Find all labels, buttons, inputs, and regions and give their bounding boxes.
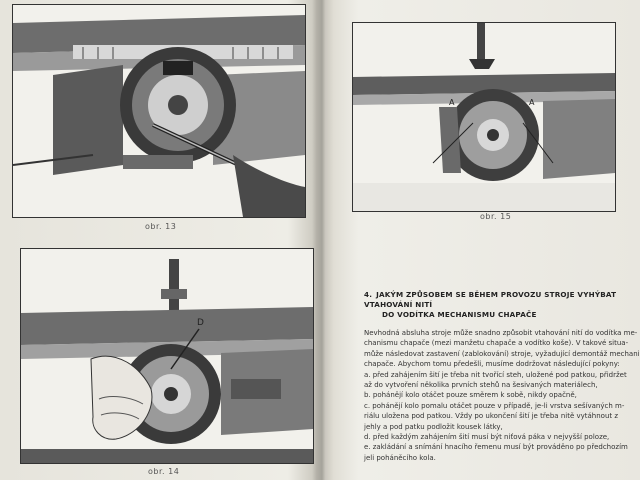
list-item: d. před každým zahájením šití musí být n… [364, 433, 610, 442]
section-4-text: 4.JAKÝM ZPŮSOBEM SE BĚHEM PROVOZU STROJE… [364, 290, 640, 463]
paragraph-line: může následovat zastavení (zablokování) … [364, 349, 640, 358]
figure-14-label-d: D [197, 318, 204, 328]
figure-13-illustration [12, 4, 306, 218]
list-item: jeli poháněcího kola. [364, 453, 436, 462]
list-item: b. pohánějí kolo otáčet pouze směrem k s… [364, 391, 577, 400]
section-heading: 4.JAKÝM ZPŮSOBEM SE BĚHEM PROVOZU STROJE… [364, 290, 640, 320]
section-heading-line-2: DO VODÍTKA MECHANISMU CHAPAČE [382, 310, 537, 319]
paragraph-line: chanismu chapače (mezi manžetu chapače a… [364, 339, 629, 348]
figure-15-label-a-left: A [449, 98, 455, 107]
figure-13-caption: obr. 13 [145, 222, 177, 231]
figure-15-label-a-right: A [529, 98, 535, 107]
paragraph-line: chapače. Abychom tomu předešli, musíme d… [364, 360, 620, 369]
figure-14-illustration: D [20, 248, 314, 464]
list-item: a. před zahájením šití je třeba nit tvoř… [364, 370, 627, 379]
list-item: e. zakládání a snímání hnacího řemenu mu… [364, 443, 628, 452]
figure-14-drawing: D [21, 249, 313, 463]
list-item: c. pohánějí kolo pomalu otáčet pouze v p… [364, 401, 625, 410]
list-item: až do vytvoření několika prvních stehů n… [364, 381, 598, 390]
figure-13-drawing [13, 5, 305, 217]
book-gutter [312, 0, 334, 480]
section-number: 4. [364, 290, 373, 299]
figure-15-illustration: A A [352, 22, 616, 212]
section-heading-line-1: JAKÝM ZPŮSOBEM SE BĚHEM PROVOZU STROJE V… [364, 290, 617, 309]
list-item: jehly a pod patku podložit kousek látky, [364, 422, 503, 431]
figure-15-caption: obr. 15 [480, 212, 512, 221]
figure-14-caption: obr. 14 [148, 467, 180, 476]
figure-15-drawing: A A [353, 23, 615, 211]
paragraph-line: Nevhodná absluha stroje může snadno způs… [364, 329, 638, 337]
list-item: riálu uložena pod patkou. Vždy po ukonče… [364, 412, 619, 421]
